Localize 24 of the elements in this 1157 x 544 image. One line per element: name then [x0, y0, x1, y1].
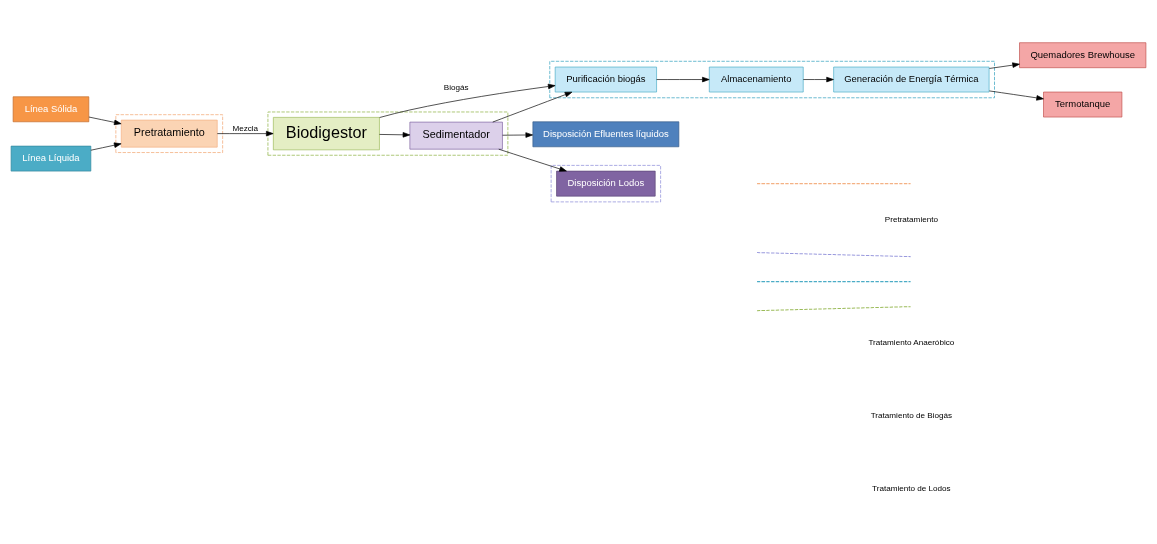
- node-box: Termotanque: [1043, 91, 1123, 118]
- arrow: [498, 148, 567, 172]
- node-box: Sedimentador: [409, 121, 503, 150]
- arrow: [989, 62, 1020, 69]
- node-box: Pretratamiento: [120, 119, 218, 148]
- node-box: Generación de Energía Térmica: [833, 66, 990, 93]
- arrow: [90, 142, 122, 151]
- arrow: [802, 76, 834, 83]
- arrow: [656, 76, 710, 83]
- node-box: Biodigestor: [273, 117, 380, 151]
- arrow: [379, 83, 556, 118]
- node-box: Almacenamiento: [708, 66, 804, 93]
- arrow: [216, 130, 274, 137]
- node-box: Disposición Efluentes líquidos: [532, 121, 680, 148]
- node-box: Purificación biogás: [554, 66, 657, 93]
- node-box: Línea Sólida: [12, 96, 90, 123]
- arrow: [88, 116, 122, 126]
- arrow: [492, 91, 573, 123]
- arrow: [379, 132, 411, 138]
- node-box: Línea Líquida: [10, 145, 92, 172]
- arrow: [989, 90, 1044, 101]
- node-box: Disposición Lodos: [556, 170, 656, 197]
- arrow: [502, 132, 533, 138]
- node-box: Quemadores Brewhouse: [1019, 42, 1147, 69]
